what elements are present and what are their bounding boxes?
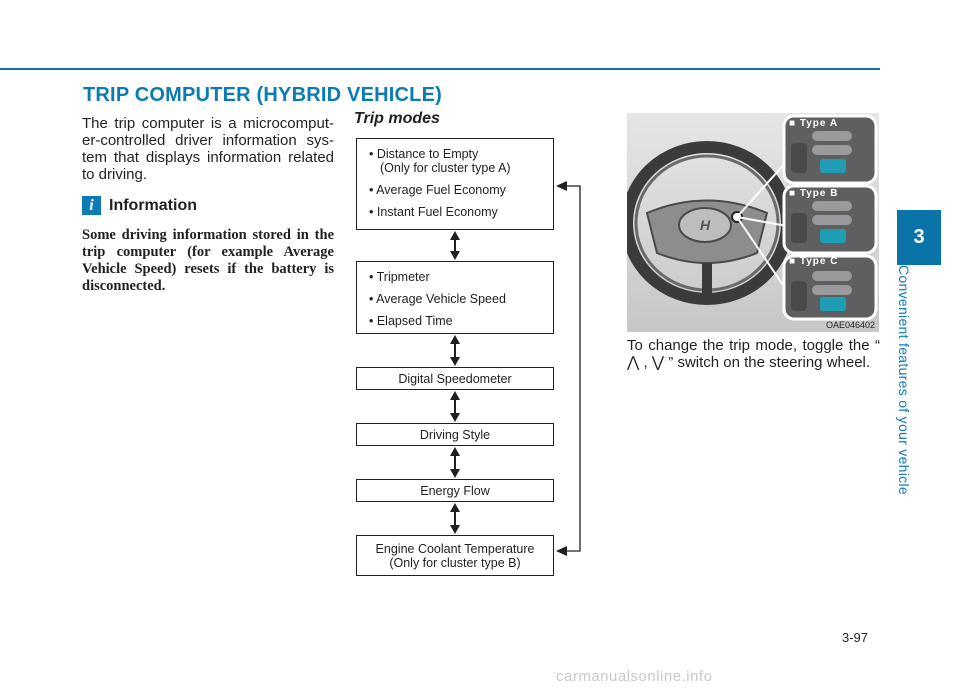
- steering-wheel-illustration: H: [627, 113, 879, 332]
- chapter-tab: 3: [897, 210, 941, 265]
- loop-arrow-icon: [566, 185, 581, 552]
- header-rule: [0, 68, 880, 70]
- trip-mode-box-4: Driving Style: [356, 423, 554, 446]
- mode-label-note: (Only for cluster type B): [389, 555, 521, 570]
- double-arrow-icon: [450, 335, 460, 366]
- trip-mode-box-5: Energy Flow: [356, 479, 554, 502]
- double-arrow-icon: [450, 447, 460, 478]
- svg-text:H: H: [700, 217, 711, 233]
- trip-mode-box-2: • Tripmeter • Average Vehicle Speed • El…: [356, 261, 554, 334]
- double-arrow-icon: [450, 391, 460, 422]
- double-arrow-icon: [450, 503, 460, 534]
- arrowhead-icon: [556, 181, 567, 191]
- figure-caption: To change the trip mode, toggle the “ ⋀ …: [627, 337, 880, 371]
- trip-mode-box-6: Engine Coolant Temperature (Only for clu…: [356, 535, 554, 576]
- double-arrow-icon: [450, 231, 460, 260]
- information-text: Some driving information stored in the t…: [82, 227, 334, 294]
- figure-code: OAE046402: [825, 320, 875, 330]
- mode-item: • Average Vehicle Speed: [369, 292, 506, 306]
- mode-label: Driving Style: [419, 427, 491, 442]
- trip-mode-box-1: • Distance to Empty (Only for cluster ty…: [356, 138, 554, 230]
- chapter-title-text: Convenient features of your vehicle: [896, 265, 912, 495]
- mode-item-note: (Only for cluster type A): [380, 161, 511, 175]
- mode-item: • Tripmeter: [369, 270, 430, 284]
- mode-item: • Average Fuel Economy: [369, 183, 506, 197]
- trip-mode-box-3: Digital Speedometer: [356, 367, 554, 390]
- mode-item: • Distance to Empty: [369, 147, 479, 161]
- mode-label: Digital Speedometer: [398, 371, 512, 386]
- section-title: TRIP COMPUTER (HYBRID VEHICLE): [83, 84, 442, 106]
- mode-item: • Instant Fuel Economy: [369, 205, 498, 219]
- information-title: Information: [109, 197, 197, 214]
- arrowhead-icon: [556, 546, 567, 556]
- steering-wheel-figure: H ■ Type A ■ Type: [627, 113, 879, 332]
- page-number: 3-97: [842, 630, 869, 645]
- trip-modes-heading: Trip modes: [354, 110, 440, 127]
- mode-label: Energy Flow: [420, 483, 490, 498]
- type-c-label: ■ Type C: [789, 256, 839, 267]
- watermark: carmanualsonline.info: [556, 668, 713, 685]
- type-b-label: ■ Type B: [789, 188, 839, 199]
- chapter-title: Convenient features of your vehicle: [896, 265, 941, 495]
- mode-label: Engine Coolant Temperature: [375, 541, 535, 556]
- info-icon: i: [82, 196, 101, 215]
- intro-paragraph: The trip computer is a microcomput-er-co…: [82, 115, 334, 183]
- mode-item: • Elapsed Time: [369, 314, 453, 328]
- type-a-label: ■ Type A: [789, 118, 839, 129]
